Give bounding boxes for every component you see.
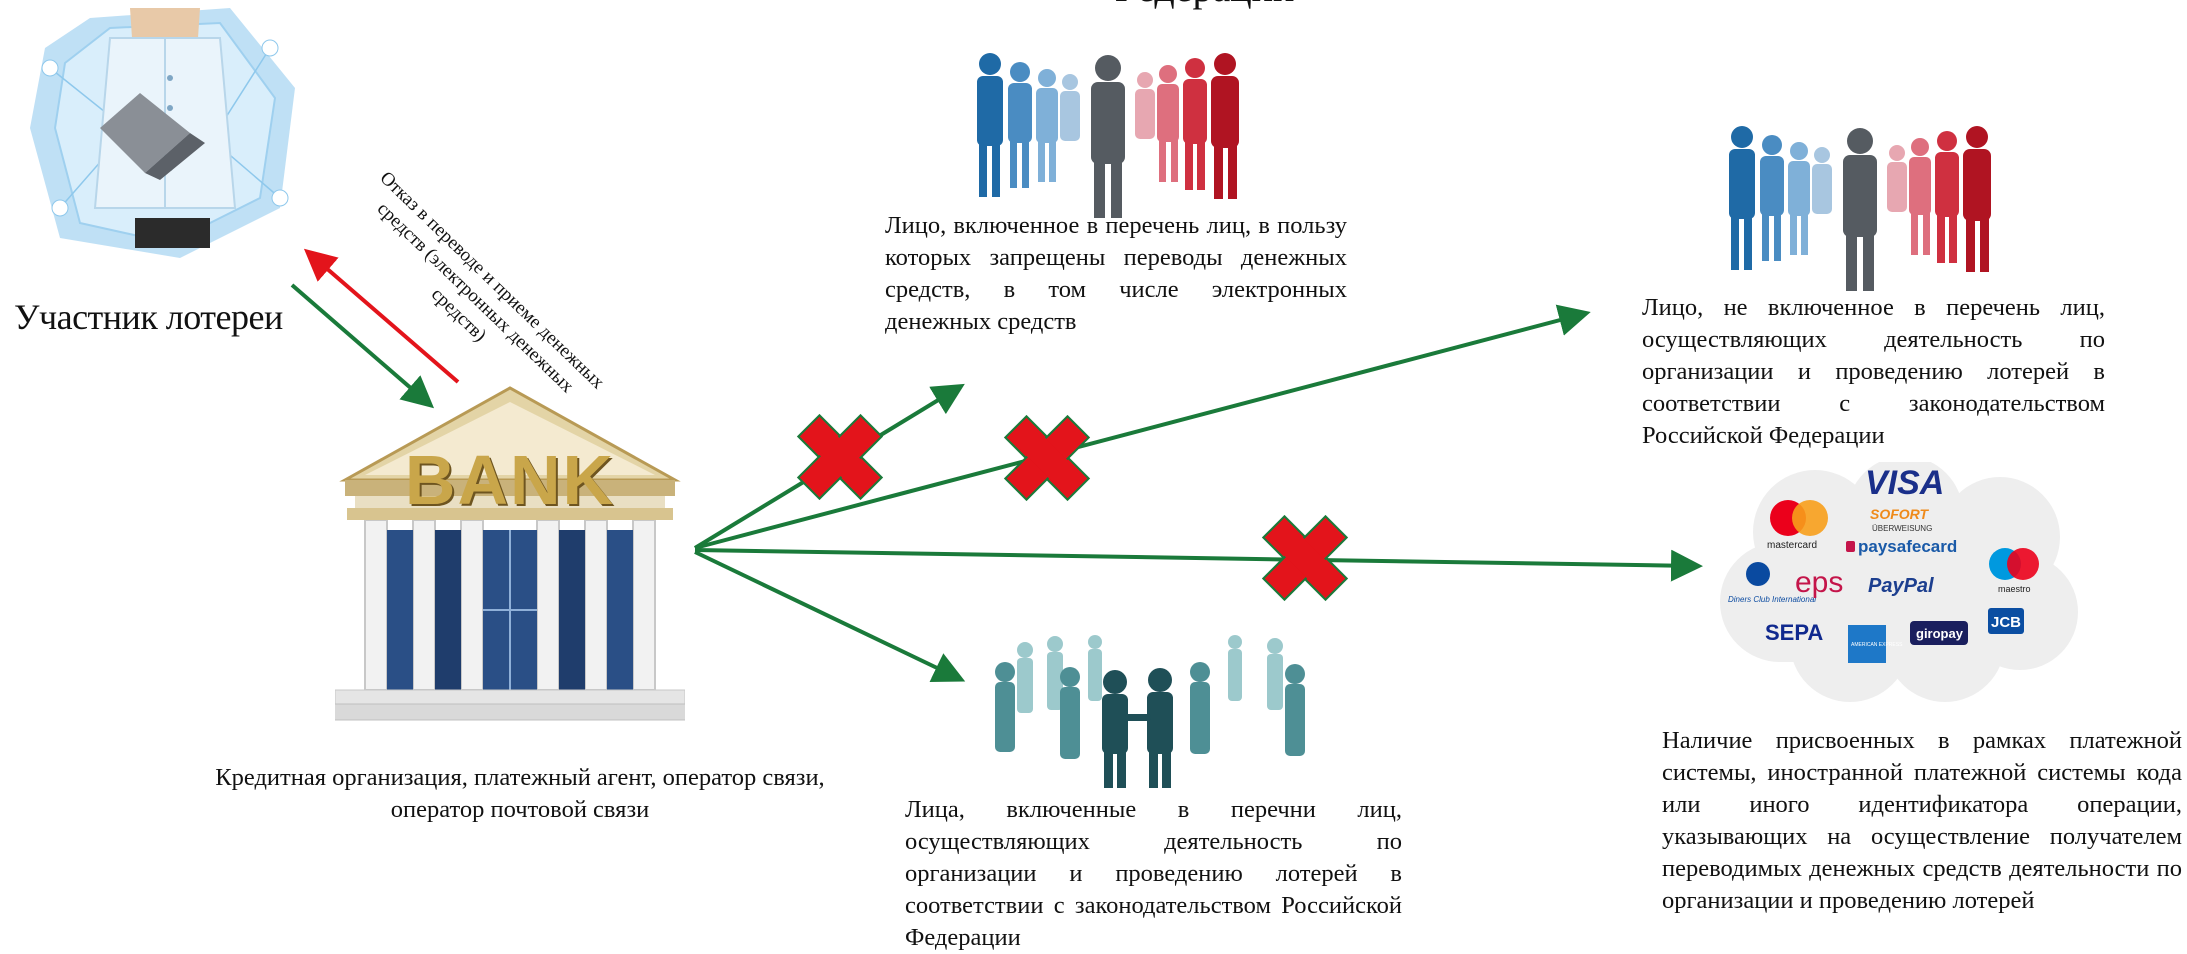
recipient-listed-text: Лица, включенные в перечни лиц, осуществ… [905,796,1402,951]
diners-icon [1746,562,1770,586]
bank-to-payment-code-arrow [694,548,1703,582]
payment-methods-cloud: VISA SOFORT ÜBERWEISUNG mastercard paysa… [1720,462,2078,702]
giropay-label: giropay [1916,626,1964,641]
diners-label: Diners Club International [1728,595,1816,604]
people-crowd-icon-right [1729,126,1991,291]
blocked-cross-icon [1261,514,1349,602]
paysafecard-logo: paysafecard [1858,537,1957,556]
sepa-logo: SEPA [1765,620,1823,645]
jcb-label: JCB [1991,614,2021,631]
visa-logo: VISA [1865,464,1944,502]
recipient-not-listed-text: Лицо, не включенное в перечень лиц, осущ… [1642,294,2105,449]
bank-building-icon [335,386,685,721]
people-crowd-icon [977,53,1239,218]
jcb-icon [1988,608,2024,634]
giropay-icon [1910,621,1968,645]
payment-code-note-text: Наличие присвоенных в рамках платежной с… [1662,727,2182,914]
mastercard-label: mastercard [1767,540,1817,551]
business-people-handshake-icon [995,635,1305,788]
sofort-subtext: ÜBERWEISUNG [1872,524,1932,533]
bank-to-listed-arrow [694,550,966,683]
title-fragment: Федерации [1000,0,1400,10]
bank-caption: Кредитная организация, платежный агент, … [215,764,825,823]
participant-to-bank-arrow [290,283,435,409]
blocked-cross-icon [1003,414,1091,502]
bank-sign: BANK [404,441,616,519]
paypal-logo: PayPal [1868,575,1934,597]
blocked-cross-icon [796,413,884,501]
eps-logo: eps [1795,566,1843,599]
amex-icon [1848,625,1886,663]
participant-illustration [30,8,295,258]
bank-to-not-listed-arrow [694,304,1591,550]
sofort-logo: SOFORT [1870,506,1930,522]
recipient-banned-text: Лицо, включенное в перечень лиц, в польз… [885,212,1347,335]
maestro-label: maestro [1998,584,2031,594]
refusal-arrow [303,248,460,384]
participant-label: Участник лотереи [14,297,283,337]
svg-text:AMERICAN EXPRESS: AMERICAN EXPRESS [1851,642,1903,648]
